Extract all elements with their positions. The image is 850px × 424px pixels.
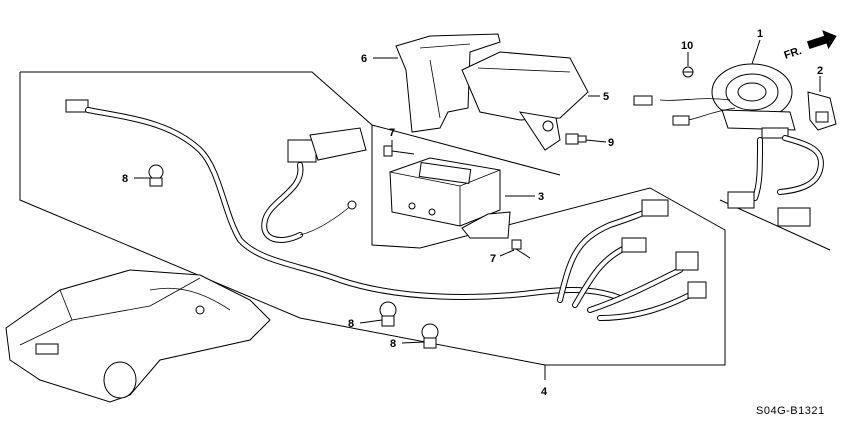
callout-8-mid: 8 [348, 318, 354, 330]
srs-unit [389, 157, 511, 239]
srs-harness [65, 99, 707, 321]
callout-5: 5 [603, 91, 609, 103]
clip-8-upper [148, 164, 164, 187]
callout-8-lower: 8 [390, 338, 396, 350]
leader-lines [134, 39, 821, 380]
callout-labels: 1 2 3 4 5 6 7 7 8 8 8 9 10 [122, 28, 823, 398]
callout-4: 4 [541, 386, 548, 398]
unit-frame [371, 124, 561, 176]
front-arrow-icon [806, 30, 837, 50]
callout-10: 10 [681, 40, 693, 52]
sensor-bracket [807, 91, 837, 131]
bolt-7-upper [383, 145, 415, 157]
callout-8-upper: 8 [122, 173, 128, 185]
front-direction-indicator: FR. [783, 30, 837, 62]
callout-9: 9 [608, 137, 614, 149]
callout-2: 2 [817, 65, 823, 77]
reel-screw [682, 66, 694, 78]
front-label: FR. [783, 45, 804, 62]
vehicle-outline [5, 269, 271, 403]
unit-bracket [461, 51, 589, 151]
callout-7-upper: 7 [389, 127, 395, 139]
callout-1: 1 [757, 28, 763, 40]
callout-7-lower: 7 [490, 253, 496, 265]
diagram-code: S04G-B1321 [756, 405, 825, 417]
clip-8-mid [379, 301, 397, 327]
bolt-7-lower [511, 239, 531, 259]
bolt-9 [565, 133, 587, 145]
callout-3: 3 [538, 191, 544, 203]
callout-6: 6 [361, 53, 367, 65]
clip-8-lower [421, 323, 439, 349]
unit-cover [395, 33, 501, 133]
harness-frame [19, 71, 726, 366]
cable-reel [633, 63, 824, 227]
